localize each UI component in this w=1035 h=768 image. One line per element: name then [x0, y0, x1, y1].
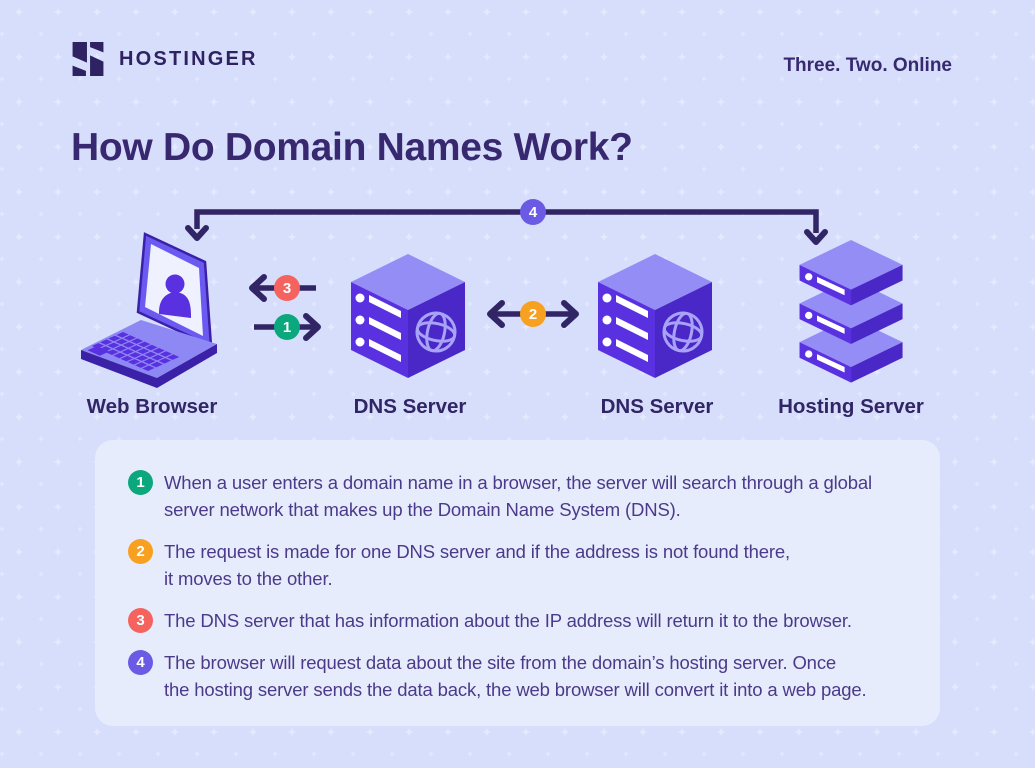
route-4-arrow — [185, 209, 828, 245]
step-text-4: The browser will request data about the … — [164, 652, 867, 700]
node-label-web-browser: Web Browser — [86, 395, 218, 418]
dns-server-2-icon — [596, 252, 714, 380]
diagram-badge-2: 2 — [520, 301, 546, 327]
step-text-2: The request is made for one DNS server a… — [164, 541, 791, 589]
brand-name: HOSTINGER — [119, 47, 258, 70]
explanation-panel: 1 When a user enters a domain name in a … — [95, 440, 940, 726]
diagram-badge-3: 3 — [274, 275, 300, 301]
step-badge-4: 4 — [128, 650, 153, 675]
step-text-1: When a user enters a domain name in a br… — [164, 472, 872, 520]
web-browser-laptop-icon — [81, 232, 217, 388]
step-row-2: 2 The request is made for one DNS server… — [128, 538, 926, 592]
diagram-badge-1: 1 — [274, 314, 300, 340]
hostinger-logo-icon — [72, 42, 104, 76]
step-row-1: 1 When a user enters a domain name in a … — [128, 469, 926, 523]
node-label-dns-server-1: DNS Server — [353, 395, 467, 418]
step-badge-1: 1 — [128, 470, 153, 495]
page-title: How Do Domain Names Work? — [71, 126, 633, 169]
brand-tagline: Three. Two. Online — [783, 55, 952, 76]
dns-server-1-icon — [349, 252, 467, 380]
step-row-3: 3 The DNS server that has information ab… — [128, 607, 926, 634]
step-badge-3: 3 — [128, 608, 153, 633]
step-badge-2: 2 — [128, 539, 153, 564]
node-label-hosting-server: Hosting Server — [778, 395, 924, 418]
brand-lockup: HOSTINGER — [70, 41, 258, 77]
step-row-4: 4 The browser will request data about th… — [128, 649, 926, 703]
node-label-dns-server-2: DNS Server — [600, 395, 714, 418]
step-text-3: The DNS server that has information abou… — [164, 610, 852, 631]
hosting-server-icon — [799, 240, 903, 383]
diagram-badge-4: 4 — [520, 199, 546, 225]
